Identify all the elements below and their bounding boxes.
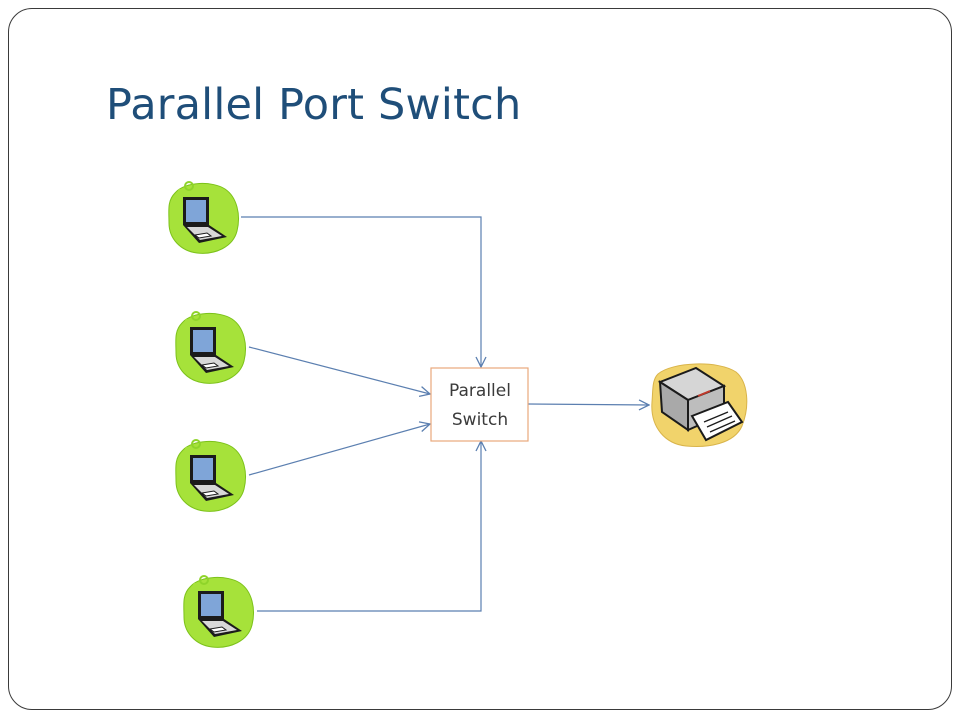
laptop-icon	[182, 575, 255, 649]
laptop-icon	[174, 439, 247, 513]
laptop-icon	[167, 181, 240, 255]
connector-computer-1	[241, 216, 481, 367]
printer-icon	[651, 363, 748, 447]
computer-4	[182, 575, 255, 649]
parallel-switch: Parallel Switch	[430, 367, 529, 442]
connector-switch-to-printer	[527, 404, 649, 405]
switch-label-line1: Parallel	[449, 381, 511, 401]
connector-computer-3	[248, 424, 430, 476]
computer-3	[174, 439, 247, 513]
connector-computer-2	[248, 346, 430, 394]
switch-label-line2: Switch	[452, 410, 508, 430]
computer-1	[167, 181, 240, 255]
printer	[651, 363, 748, 447]
computer-2	[174, 311, 247, 385]
connector-computer-4	[257, 441, 481, 612]
connectors	[241, 216, 649, 612]
slide-title: Parallel Port Switch	[106, 80, 522, 130]
laptop-icon	[174, 311, 247, 385]
switch-box	[430, 367, 529, 442]
